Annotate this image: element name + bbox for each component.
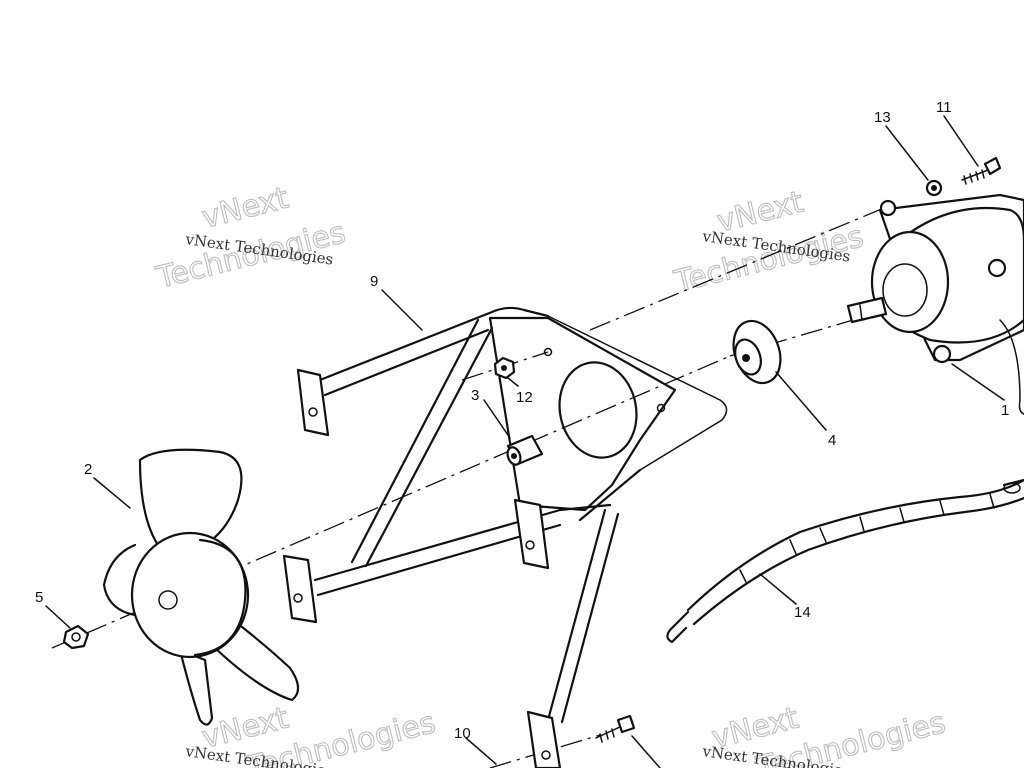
watermark-bottom-right: vNext Technologies vNext Technologies [700, 700, 949, 768]
bracket-plate [488, 316, 677, 512]
bracket-tab-bottom-left [282, 554, 318, 624]
callout-11: 11 [936, 99, 952, 116]
washer-bore [931, 185, 937, 191]
callout-10: 10 [454, 725, 471, 742]
fan-blade-right [213, 608, 300, 702]
motor-shaft [846, 296, 888, 324]
callout-12: 12 [516, 389, 533, 406]
screw-head [983, 156, 1002, 176]
harness-terminal-left [666, 610, 690, 644]
harness-connector [1003, 482, 1021, 494]
bracket-leg [546, 508, 607, 722]
bracket-tab-center [513, 498, 550, 570]
motor-mount-lug [987, 258, 1007, 278]
bracket-brace-left [350, 318, 480, 564]
shaft-spacer [506, 434, 544, 466]
fan-blade-top [138, 448, 243, 550]
callout-1: 1 [1001, 402, 1009, 419]
callout-leaders [45, 115, 1005, 768]
bracket-fan-hole [558, 361, 638, 459]
bracket-bolt [595, 714, 636, 743]
bracket-top-rail [318, 306, 550, 382]
bolt-head [616, 714, 636, 734]
callout-9: 9 [370, 273, 378, 290]
bracket-nut [493, 356, 516, 380]
callout-3: 3 [471, 387, 479, 404]
fan-hub [130, 531, 250, 659]
motor-shaft-axis [729, 317, 861, 357]
tab-hole [293, 593, 303, 603]
grommet-bore [742, 354, 750, 362]
fan-motor [846, 193, 1024, 415]
callout-5: 5 [35, 589, 43, 606]
leader-3 [483, 399, 511, 439]
callout-13: 13 [874, 109, 891, 126]
upper-mount-axis [589, 207, 885, 331]
motor-lead [999, 319, 1024, 415]
leader-9 [381, 289, 423, 331]
fan-hub-bore [158, 590, 178, 610]
bracket-leg-inner [560, 512, 620, 724]
leader-14 [759, 573, 797, 605]
motor-cap-ring [882, 263, 928, 317]
fan-retaining-nut [62, 624, 90, 650]
leader-13 [885, 125, 929, 181]
motor-mount-lug [879, 199, 897, 217]
watermark-bottom-left: vNext Technologies vNext Technologies [183, 700, 439, 768]
nut-bore [71, 632, 81, 642]
nut-hex [62, 624, 90, 650]
leader-11 [943, 115, 979, 167]
harness-sheath-top [686, 478, 1024, 612]
wire-harness [666, 478, 1024, 644]
callout-14: 14 [794, 604, 811, 621]
motor-mounting-screw [961, 156, 1002, 185]
fan-blade-bottom [178, 648, 214, 726]
watermark-top-right: vNext Technologies vNext Technologies [670, 184, 868, 301]
motor-shaft-step [859, 304, 863, 321]
bracket-right-rail [547, 315, 728, 471]
bracket-strut [578, 468, 642, 522]
tab-hole [525, 540, 535, 550]
bracket-top-rail-inner [323, 328, 490, 397]
bracket-tab-top-left [296, 368, 330, 437]
leader-1 [951, 363, 1005, 401]
bracket-bolt-hole [656, 403, 666, 413]
callout-2: 2 [84, 461, 92, 478]
bracket-bolt-hole [543, 347, 553, 357]
callout-4: 4 [828, 432, 836, 449]
spacer-bore [511, 453, 517, 459]
leader-10b [631, 735, 661, 768]
harness-sheath-bottom [692, 496, 1024, 626]
watermark-top-left: vNext Technologies vNext Technologies [152, 180, 350, 297]
lock-washer [925, 179, 943, 197]
leader-4 [775, 371, 827, 431]
tab-hole [541, 750, 551, 760]
fan-hub-depth [193, 538, 247, 657]
tab-hole [308, 407, 318, 417]
leader-2 [93, 477, 131, 509]
fan-mounting-bracket [282, 306, 728, 768]
bracket-tab-bottom [526, 710, 562, 768]
bracket-brace-left-inner [364, 326, 494, 568]
rubber-grommet [732, 319, 782, 385]
leader-12 [507, 377, 519, 387]
leader-10 [465, 737, 497, 765]
nut-bore [501, 365, 507, 371]
fan-blade-left [102, 543, 137, 617]
harness-tape-marks [739, 493, 995, 583]
callout-labels: 1 2 3 4 5 9 10 11 12 13 14 [35, 99, 1009, 742]
bracket-bottom-rail [313, 503, 612, 582]
motor-front-cap [870, 230, 950, 334]
bolt-thread [595, 725, 623, 743]
watermark-big-text: vNext [198, 181, 292, 236]
motor-mount-lug [932, 344, 952, 364]
leader-5 [45, 605, 71, 629]
cooling-fan-blade [102, 448, 300, 726]
screw-thread [961, 169, 989, 185]
